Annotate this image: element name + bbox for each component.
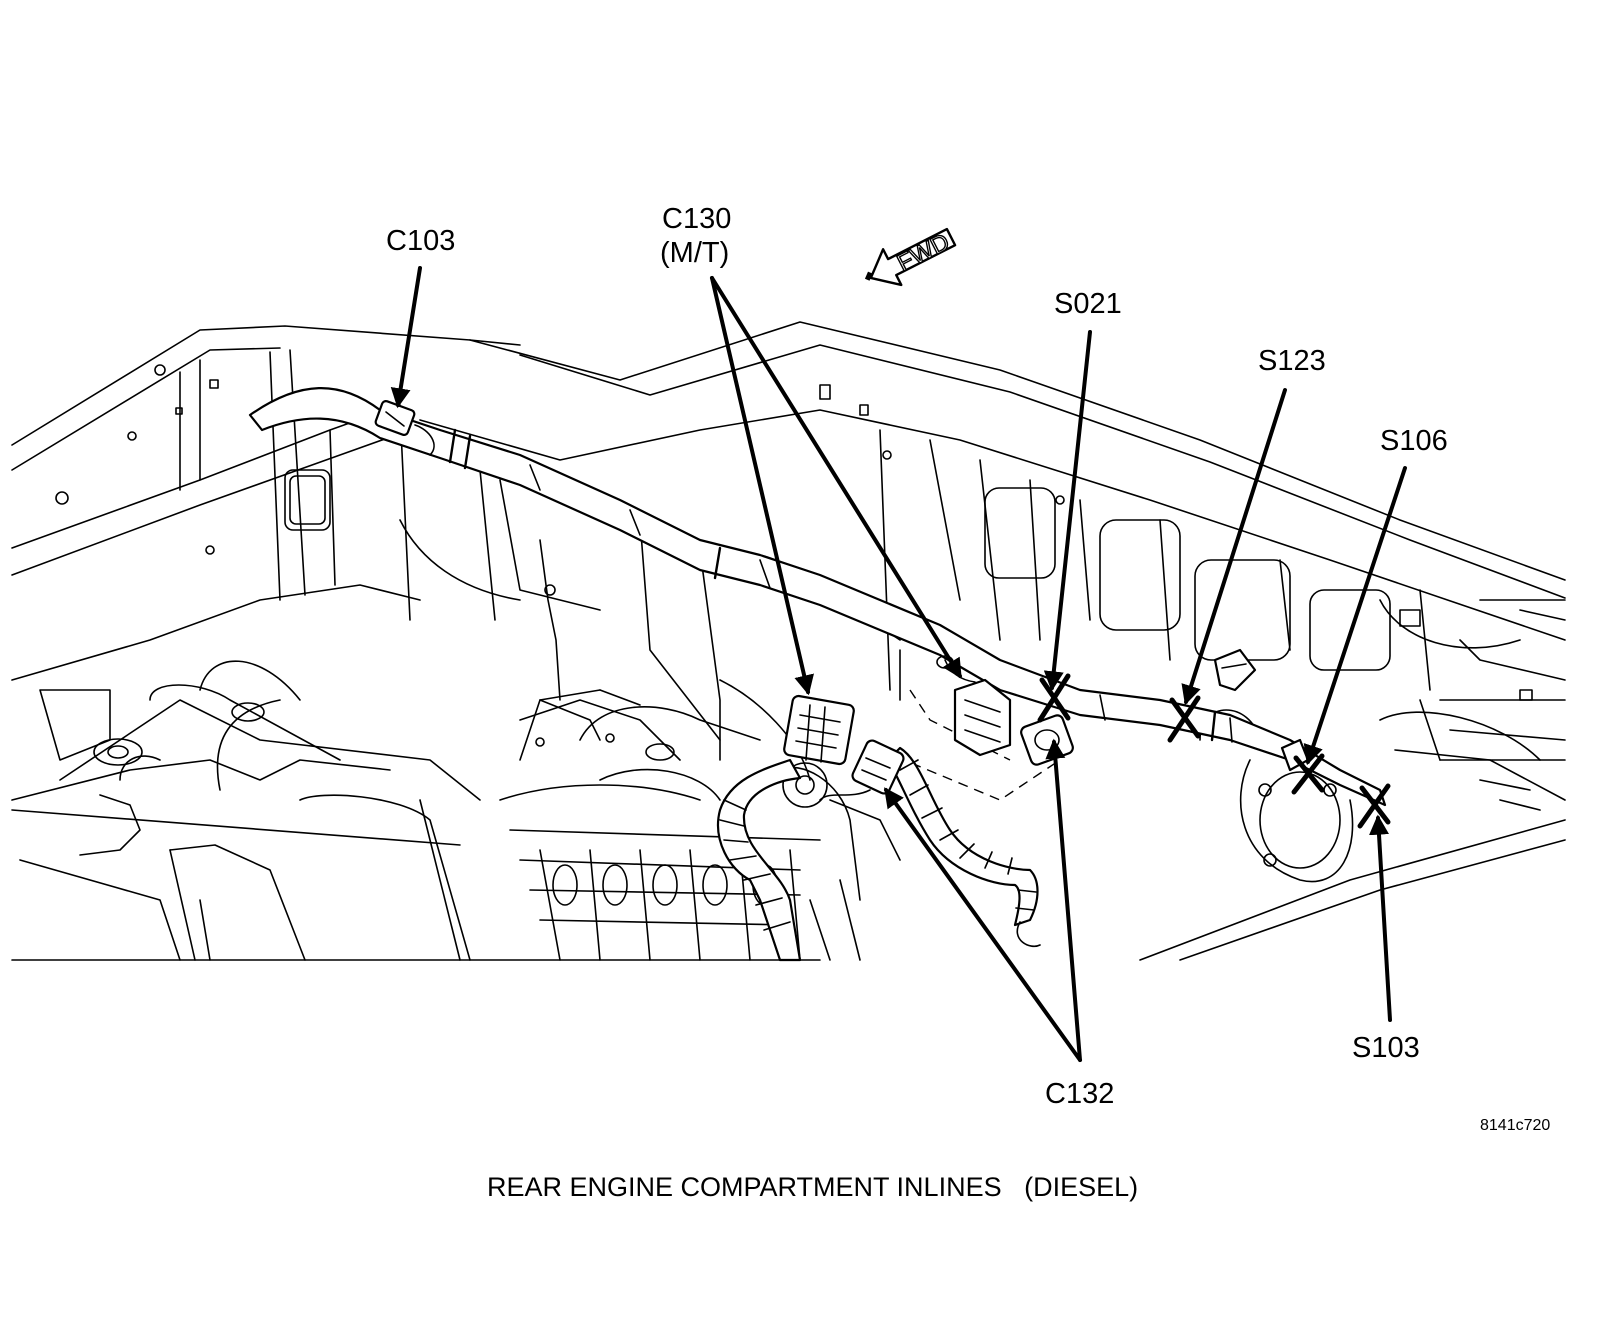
cowl-panel: [399, 321, 1566, 801]
label-c130-mt: (M/T): [660, 237, 729, 269]
leader-c130-b: [710, 276, 962, 679]
forward-arrow-icon: FWD: [864, 228, 957, 287]
label-c130: C130: [662, 203, 731, 235]
leader-s123: [1181, 388, 1287, 706]
label-s106: S106: [1380, 425, 1448, 457]
label-s021: S021: [1054, 288, 1122, 320]
fwd-label: FWD: [893, 228, 954, 277]
leader-s021: [1043, 330, 1092, 692]
leader-c103: [390, 266, 422, 409]
wiring-harness: [248, 387, 1387, 962]
leader-s106: [1303, 466, 1407, 766]
firewall-lower: [1139, 639, 1566, 961]
left-fender-structure: [11, 325, 821, 961]
vehicle-line-art: [11, 321, 1566, 961]
callout-labels: C103 C130 (M/T) S021 S123 S106 S103 C132…: [386, 203, 1550, 1202]
leader-c132-a: [884, 787, 1082, 1062]
label-s103: S103: [1352, 1032, 1420, 1064]
leader-s103: [1369, 814, 1392, 1022]
label-c103: C103: [386, 225, 455, 257]
leader-c132-b: [1045, 738, 1082, 1062]
callout-leaders: [390, 266, 1407, 1062]
label-s123: S123: [1258, 345, 1326, 377]
diagram-caption: REAR ENGINE COMPARTMENT INLINES (DIESEL): [487, 1172, 1138, 1202]
label-c132: C132: [1045, 1078, 1114, 1110]
figure-id: 8141c720: [1480, 1117, 1550, 1134]
leader-c130-a: [710, 276, 814, 696]
